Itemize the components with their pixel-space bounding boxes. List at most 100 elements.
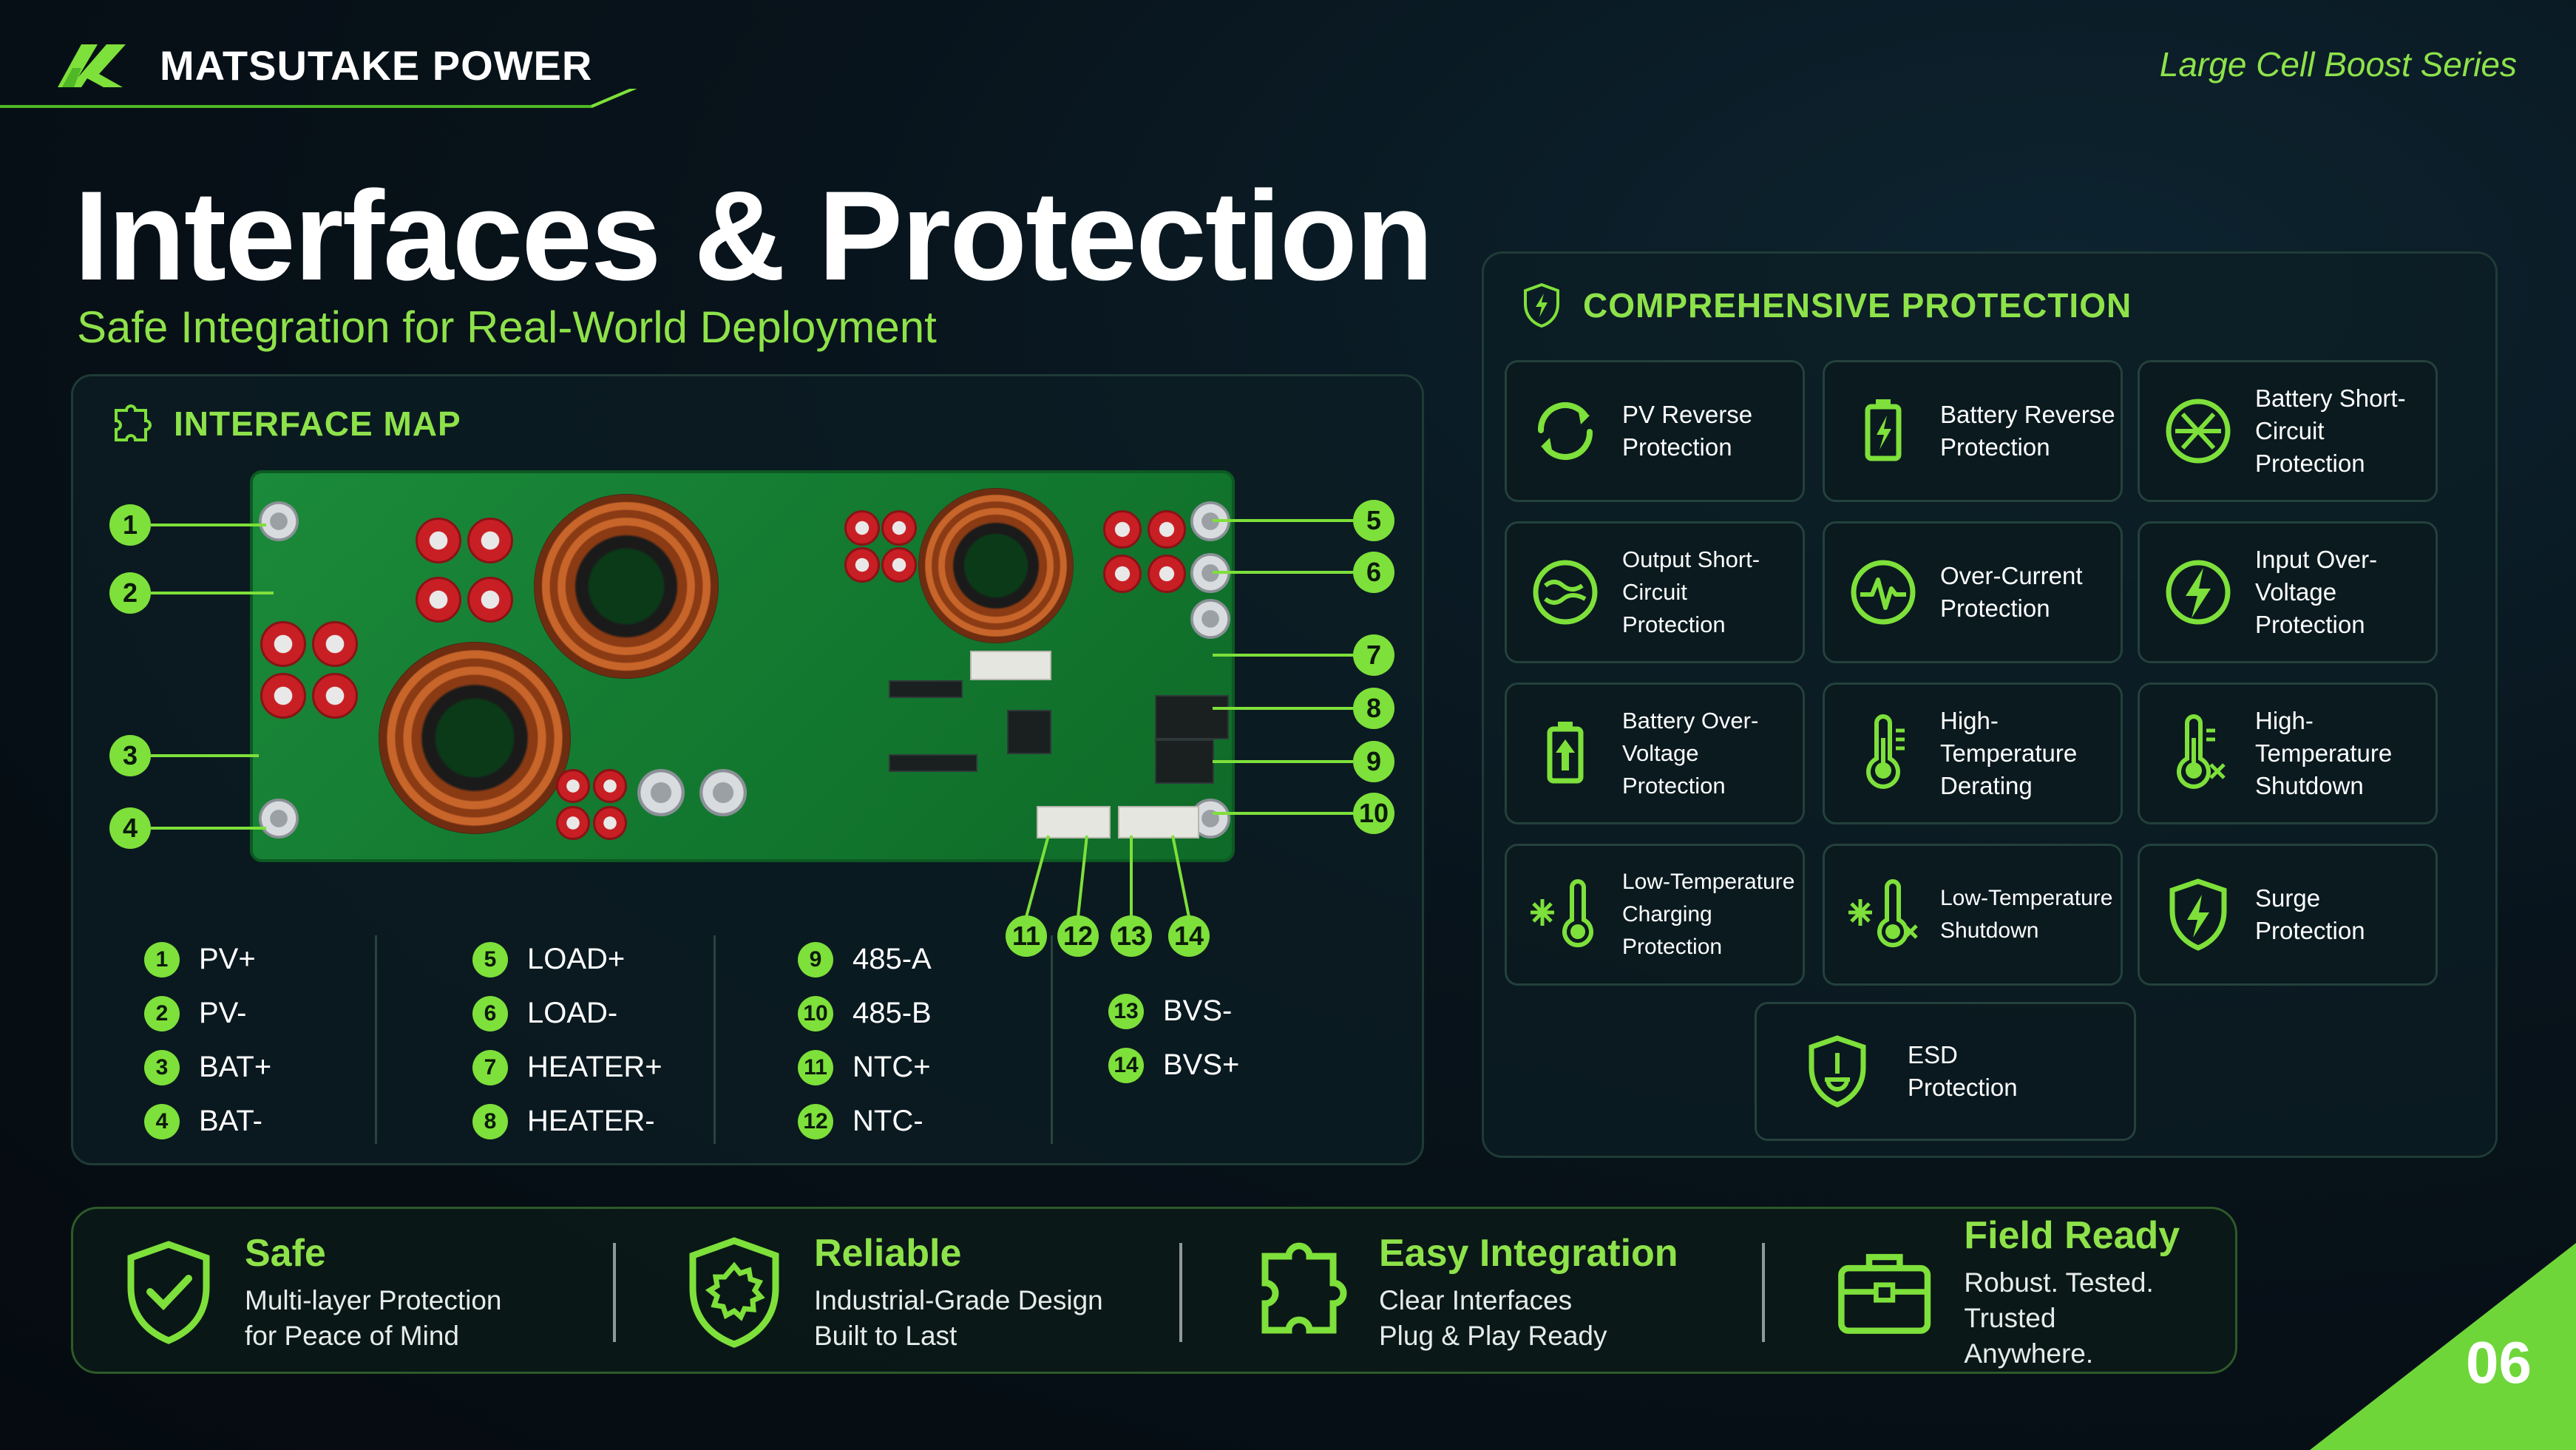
marker-2: 2 [109, 572, 151, 614]
capacitor [593, 769, 627, 803]
ic-chip [1007, 710, 1051, 754]
page-corner-accent [2310, 1243, 2576, 1450]
reverse-arrows-icon [1537, 402, 1593, 461]
capacitor [1148, 510, 1186, 549]
capacitor [467, 518, 513, 563]
feature-field-ready: Field Ready Robust. Tested. Trusted Anyw… [1834, 1209, 2235, 1376]
brand: MATSUTAKE POWER [52, 35, 592, 95]
capacitor [881, 547, 917, 583]
header-divider [0, 89, 637, 108]
lightning-icon [2166, 560, 2231, 625]
marker-3: 3 [109, 735, 151, 776]
terminal-pad [259, 799, 299, 839]
marker-11: 11 [1006, 915, 1047, 957]
connector [970, 651, 1051, 680]
marker-12: 12 [1057, 915, 1099, 957]
terminal-pad [1190, 501, 1230, 541]
puzzle-piece-icon [1261, 1242, 1347, 1334]
surge-shield-icon [2169, 878, 2227, 951]
page-subtitle: Safe Integration for Real-World Deployme… [77, 302, 937, 352]
battery-bolt-icon [1865, 399, 1902, 461]
series-label: Large Cell Boost Series [2159, 45, 2517, 84]
features-bar: Safe Multi-layer Protection for Peace of… [71, 1207, 2237, 1374]
feature-divider [1179, 1243, 1182, 1342]
brand-logo-icon [58, 44, 126, 87]
feature-easy-integration: Easy Integration Clear Interfaces Plug &… [1258, 1209, 1678, 1376]
shield-check-icon [127, 1241, 210, 1344]
marker-1: 1 [109, 504, 151, 546]
capacitor [1148, 555, 1186, 593]
terminal-pad [1190, 553, 1230, 593]
feature-divider [1762, 1243, 1765, 1342]
output-short-icon [1533, 560, 1598, 625]
capacitor [844, 510, 880, 546]
capacitor [260, 673, 306, 719]
brand-name: MATSUTAKE POWER [160, 41, 593, 89]
capacitor [416, 518, 461, 563]
marker-9: 9 [1353, 741, 1394, 782]
terminal-pad [637, 769, 685, 816]
marker-7: 7 [1353, 634, 1394, 676]
thermometer-icon [1866, 714, 1905, 789]
marker-13: 13 [1111, 915, 1152, 957]
feature-safe: Safe Multi-layer Protection for Peace of… [122, 1209, 502, 1376]
terminal-pad [259, 501, 299, 541]
inductor-coil [379, 642, 571, 834]
legend-divider [375, 935, 377, 1144]
capacitor [1103, 555, 1142, 593]
marker-10: 10 [1353, 793, 1394, 834]
interface-map-heading: INTERFACE MAP [112, 403, 461, 444]
protection-heading: COMPREHENSIVE PROTECTION [1521, 282, 2132, 329]
capacitor [844, 547, 880, 583]
marker-8: 8 [1353, 688, 1394, 729]
legend-divider [714, 935, 716, 1144]
marker-5: 5 [1353, 500, 1394, 541]
feature-divider [613, 1243, 616, 1342]
inductor-coil [534, 494, 719, 679]
snow-thermometer-x-icon [1848, 879, 1918, 948]
capacitor [260, 621, 306, 667]
page-number: 06 [2466, 1329, 2532, 1395]
capacitor [556, 806, 590, 840]
snow-thermometer-icon [1531, 879, 1593, 948]
connector [1037, 806, 1111, 839]
esd-shield-icon [1809, 1035, 1866, 1108]
ic-chip [1155, 695, 1229, 739]
inductor-coil [918, 488, 1074, 643]
connector [1118, 806, 1199, 839]
capacitor [467, 577, 513, 623]
terminal-pad [699, 769, 747, 816]
ic-chip [889, 680, 963, 698]
capacitor [416, 577, 461, 623]
pulse-icon [1851, 560, 1916, 625]
legend-divider [1051, 935, 1053, 1144]
